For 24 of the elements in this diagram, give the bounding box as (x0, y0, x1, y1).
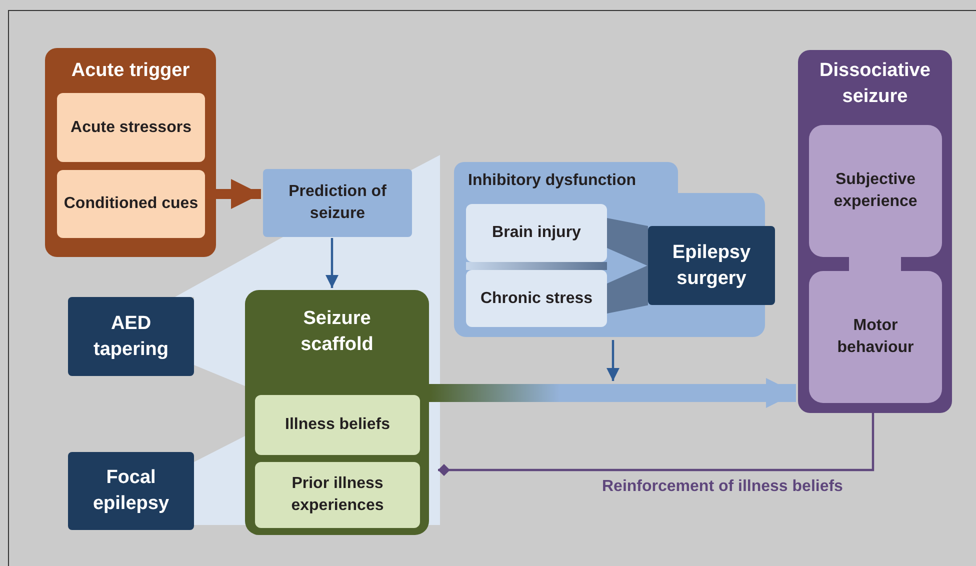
process-box: Epilepsy surgery (648, 226, 775, 305)
group-box (45, 48, 216, 257)
process-box: Prediction of seizure (263, 169, 412, 237)
funnel-connector (607, 218, 648, 266)
process-box: Motor behaviour (809, 271, 942, 403)
funnel-connector (607, 265, 648, 314)
process-box: AED tapering (68, 297, 194, 376)
process-box: Illness beliefs (255, 395, 420, 455)
process-box: Brain injury (466, 204, 607, 262)
process-box: Chronic stress (466, 270, 607, 327)
group-heading: Dissociative seizure (818, 59, 932, 109)
process-box: Conditioned cues (57, 170, 205, 238)
arrow (326, 238, 338, 288)
process-box: Prior illness experiences (255, 462, 420, 528)
group-heading: Seizure scaffold (300, 307, 374, 357)
process-box: Subjective experience (809, 125, 942, 257)
process-box: Focal epilepsy (68, 452, 194, 530)
process-box: Acute stressors (57, 93, 205, 162)
arrow (429, 378, 796, 408)
group-box (798, 50, 952, 413)
group-box (245, 290, 429, 535)
group-heading: Inhibitory dysfunction (467, 171, 637, 191)
group-heading: Acute trigger (70, 59, 191, 83)
arrow (606, 340, 620, 381)
